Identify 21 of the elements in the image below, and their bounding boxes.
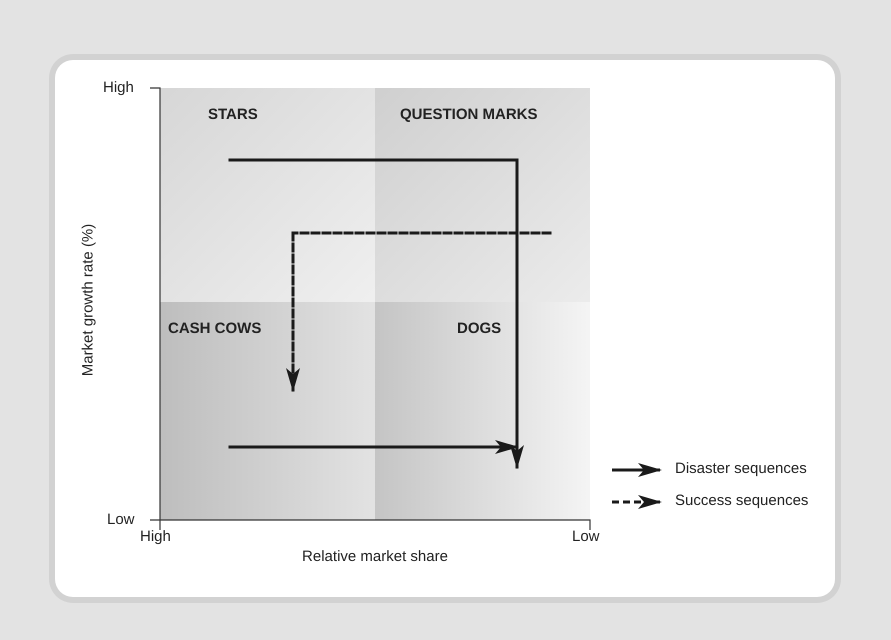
- quadrant-label: QUESTION MARKS: [400, 106, 538, 123]
- axis-tick-label: Low: [107, 511, 135, 528]
- arrow: [510, 158, 524, 469]
- quadrant-label: DOGS: [457, 320, 502, 337]
- line: [228, 158, 518, 162]
- arrow: [286, 232, 300, 392]
- arrow: [228, 440, 519, 454]
- line: [292, 232, 552, 234]
- legend-text: Success sequences: [675, 492, 808, 509]
- axis-tick-label: Low: [572, 528, 600, 545]
- matrix-quadrant: [160, 88, 375, 302]
- quadrant-label: STARS: [208, 106, 258, 123]
- axis-tick-label: High: [103, 79, 134, 96]
- matrix-quadrant: [375, 302, 590, 520]
- axis-title: Market growth rate (%): [80, 224, 96, 376]
- axis-title: Relative market share: [302, 548, 448, 565]
- matrix-quadrant: [375, 88, 590, 302]
- legend-text: Disaster sequences: [675, 460, 807, 477]
- quadrant-label: CASH COWS: [168, 320, 262, 337]
- axis-tick-label: High: [140, 528, 171, 545]
- matrix-quadrant: [160, 302, 375, 520]
